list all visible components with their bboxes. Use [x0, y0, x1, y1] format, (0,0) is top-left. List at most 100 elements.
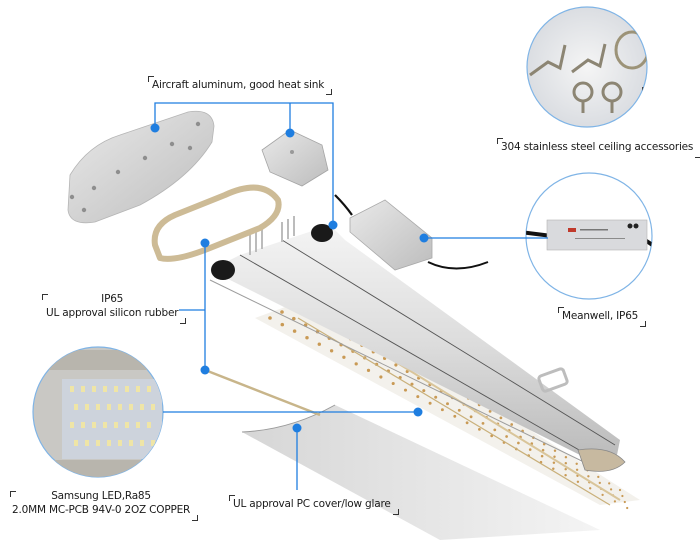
bracket-corner: [695, 152, 700, 158]
led-dot: [576, 480, 580, 483]
pc-cover-part: [242, 405, 600, 540]
driver-box-part: [349, 199, 433, 271]
inset-led-chip: [103, 386, 107, 392]
housing-part: [210, 225, 620, 465]
led-dot: [465, 421, 469, 425]
led-dot: [469, 415, 473, 419]
led-dot: [505, 435, 508, 438]
led-dot: [317, 342, 321, 346]
bracket-corner: [180, 318, 187, 324]
inset-led-chip: [107, 404, 111, 410]
led-dot: [564, 467, 567, 471]
inset-led-chip: [81, 422, 85, 428]
bracket-corner: [229, 495, 235, 501]
led-dot: [553, 449, 557, 452]
leader-dots: [150, 123, 429, 433]
inset-led-chip: [81, 386, 85, 392]
led-dot: [391, 381, 395, 386]
led-dot: [587, 475, 590, 478]
led-dot: [434, 395, 438, 399]
led-dot: [613, 500, 617, 503]
led-dot: [552, 461, 556, 464]
inset-led-chip: [103, 422, 107, 428]
led-dot: [453, 414, 457, 418]
bracket-corner: [42, 294, 48, 300]
led-dot: [499, 416, 503, 420]
led-dot: [379, 375, 383, 379]
callout-pc-cover: UL approval PC cover/low glare: [229, 495, 399, 515]
led-dot: [394, 363, 398, 367]
inset-led-chip: [96, 440, 100, 446]
inset-led-chip: [147, 422, 151, 428]
leader-lines: [154, 102, 548, 490]
callout-gasket: IP65 UL approval silicon rubber: [42, 292, 187, 324]
led-dot: [608, 482, 611, 485]
inset-led-chip: [129, 404, 133, 410]
callout-text: 304 stainless steel ceiling accessories: [501, 141, 694, 153]
bracket-corner: [640, 321, 647, 327]
bracket-corner: [10, 491, 16, 497]
rod-part: [204, 368, 321, 417]
led-dot: [510, 423, 514, 426]
inset-led-chip: [118, 440, 122, 446]
bracket-corner: [558, 307, 564, 313]
led-dot: [575, 462, 578, 465]
led-dot: [541, 448, 545, 452]
led-dot: [540, 454, 544, 458]
callout-text-line-1: Samsung LED,Ra85: [51, 490, 151, 502]
led-dot: [366, 368, 371, 373]
led-dot: [422, 389, 426, 393]
led-board-photo-inset: [32, 346, 164, 478]
inset-led-chip: [92, 422, 96, 428]
callout-led-board: Samsung LED,Ra85 2.0MM MC-PCB 94V-0 2OZ …: [10, 489, 199, 521]
inset-led-chip: [114, 422, 118, 428]
led-dot: [528, 448, 532, 451]
led-dot: [626, 506, 629, 510]
inset-led-chip: [70, 422, 74, 428]
led-dot: [268, 316, 272, 320]
led-dot: [410, 382, 414, 386]
inset-led-chip: [85, 404, 89, 410]
led-dot: [292, 329, 297, 333]
led-dot: [598, 481, 601, 485]
bracket-corner: [326, 89, 333, 95]
led-dot: [564, 455, 568, 459]
led-dot: [405, 369, 409, 374]
led-dot: [609, 488, 613, 491]
callout-driver: Meanwell, IP65: [558, 307, 647, 327]
inset-led-chip: [125, 422, 129, 428]
led-dot: [280, 322, 285, 327]
led-dot: [457, 408, 461, 412]
led-dot: [428, 401, 432, 405]
inset-led-chip: [107, 440, 111, 446]
led-dot: [446, 402, 449, 406]
led-dot: [416, 395, 420, 399]
led-dot: [493, 428, 497, 432]
led-dot: [517, 441, 520, 445]
callout-heat-sink: Aircraft aluminum, good heat sink: [148, 76, 333, 95]
led-dot: [597, 475, 600, 479]
inset-led-chip: [85, 440, 89, 446]
bracket-part: [261, 129, 329, 187]
led-dot: [481, 422, 485, 425]
inset-led-chip: [140, 440, 144, 446]
led-dot: [354, 362, 358, 366]
inset-led-chip: [136, 422, 140, 428]
led-dot: [589, 487, 592, 490]
led-dot: [623, 500, 626, 504]
led-dot: [490, 434, 494, 438]
bracket-corner: [392, 509, 399, 515]
inset-led-chip: [118, 404, 122, 410]
led-dot: [552, 467, 555, 470]
end-cap-plate-part: [67, 110, 215, 224]
led-dot: [618, 488, 622, 492]
led-dot: [488, 410, 492, 413]
inset-led-chip: [140, 404, 144, 410]
callout-accessories: 304 stainless steel ceiling accessories: [497, 138, 700, 158]
inset-led-chip: [151, 440, 155, 446]
inset-led-chip: [147, 386, 151, 392]
led-dot: [342, 355, 346, 359]
callout-text-line-2: UL approval silicon rubber: [46, 307, 179, 319]
callout-text-line-2: 2.0MM MC-PCB 94V-0 2OZ COPPER: [12, 504, 191, 516]
callout-text: Aircraft aluminum, good heat sink: [152, 79, 325, 91]
